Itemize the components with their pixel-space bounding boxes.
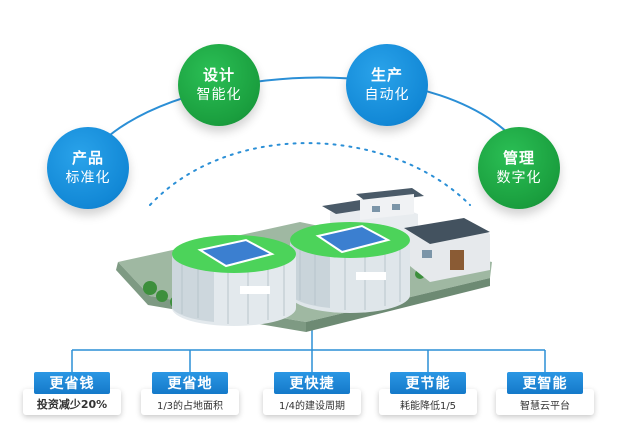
stage-title: 设计 bbox=[202, 66, 235, 84]
stage-subtitle: 智能化 bbox=[196, 87, 242, 103]
benefit-energy-saving: 耗能降低1/5 更节能 bbox=[379, 372, 477, 418]
stage-circle-design: 设计 智能化 bbox=[178, 44, 260, 126]
benefit-save-money: 投资减少20% 更省钱 bbox=[23, 372, 121, 418]
stage-subtitle: 数字化 bbox=[496, 170, 542, 186]
stage-title: 管理 bbox=[502, 149, 535, 167]
benefit-title: 更省钱 bbox=[34, 372, 110, 394]
tank-left bbox=[172, 235, 296, 326]
benefit-faster: 1/4的建设周期 更快捷 bbox=[263, 372, 361, 418]
stage-circle-production: 生产 自动化 bbox=[346, 44, 428, 126]
benefit-title: 更节能 bbox=[390, 372, 466, 394]
benefit-smarter: 智慧云平台 更智能 bbox=[496, 372, 594, 418]
stage-circle-product: 产品 标准化 bbox=[47, 127, 129, 209]
tank-right bbox=[290, 222, 410, 313]
top-arc bbox=[84, 76, 531, 163]
benefit-save-land: 1/3的占地面积 更省地 bbox=[141, 372, 239, 418]
benefit-title: 更快捷 bbox=[274, 372, 350, 394]
benefit-title: 更省地 bbox=[152, 372, 228, 394]
benefit-title: 更智能 bbox=[507, 372, 583, 394]
stage-title: 生产 bbox=[370, 66, 403, 84]
dotted-arc bbox=[149, 142, 471, 206]
stage-subtitle: 自动化 bbox=[364, 87, 410, 103]
stage-title: 产品 bbox=[71, 149, 104, 167]
stage-subtitle: 标准化 bbox=[65, 170, 111, 186]
stage-circle-management: 管理 数字化 bbox=[478, 127, 560, 209]
